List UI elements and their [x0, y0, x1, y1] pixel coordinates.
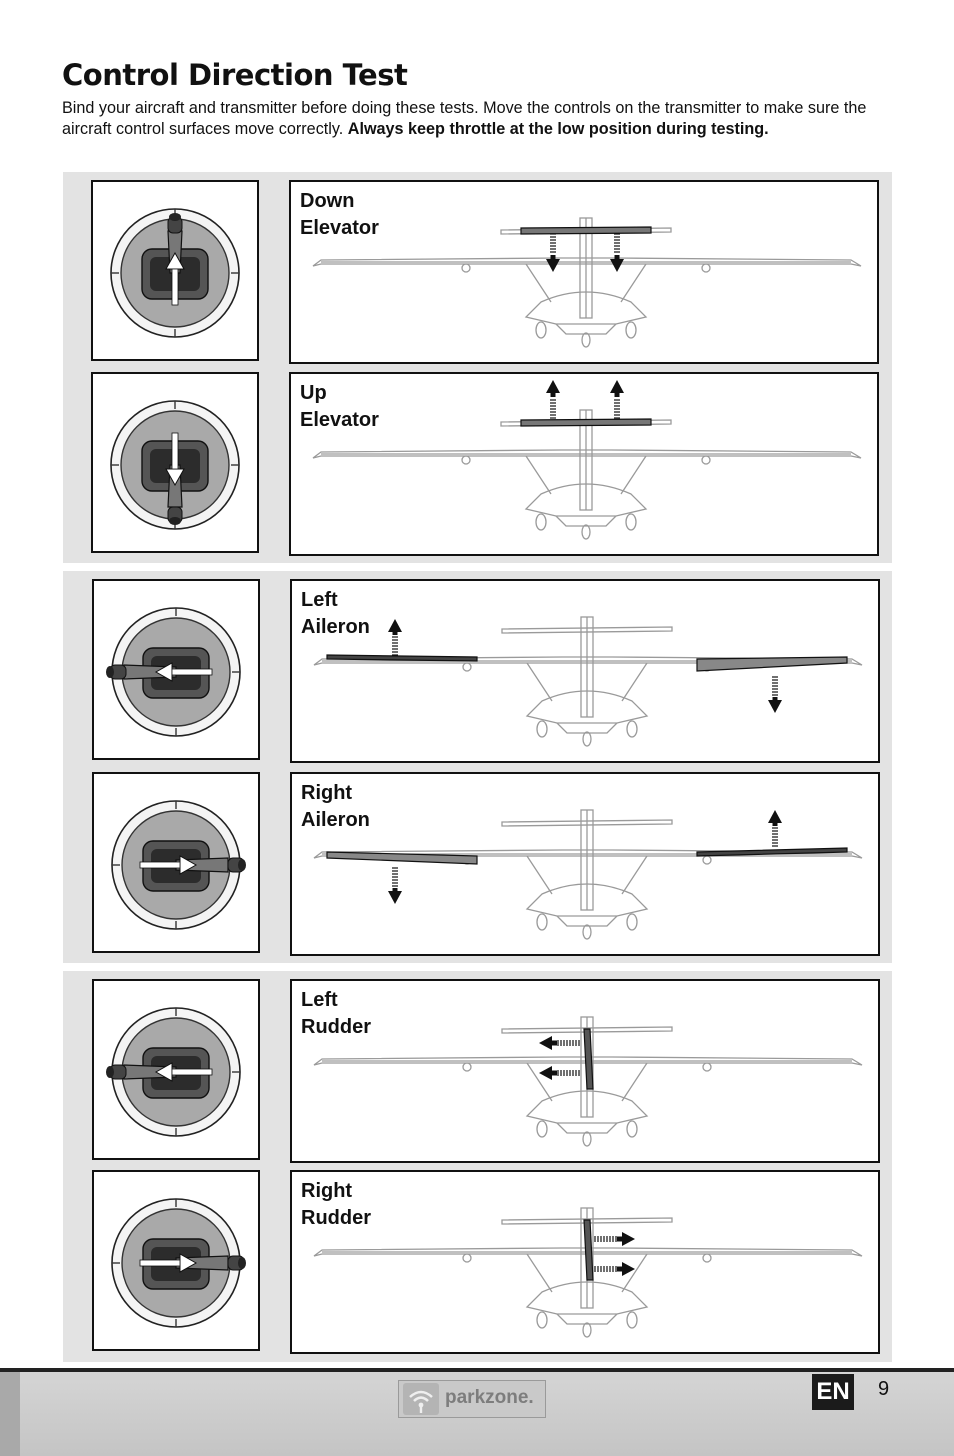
stick-box-left-aileron	[92, 579, 260, 760]
label-surface: Rudder	[301, 1207, 371, 1229]
label-direction: Left	[301, 589, 338, 611]
transmitter-stick-icon	[110, 208, 240, 338]
direction-arrow-icon	[139, 1253, 198, 1273]
direction-arrow-icon	[539, 1066, 580, 1080]
direction-arrow-icon	[610, 380, 624, 419]
stick-box-down-elevator	[91, 180, 259, 361]
stick-box-right-rudder	[92, 1170, 260, 1351]
intro-warning: Always keep throttle at the low position…	[347, 120, 769, 138]
label-direction: Down	[300, 190, 355, 212]
footer-edge	[0, 1372, 20, 1456]
label-surface: Elevator	[300, 217, 379, 239]
direction-arrow-icon	[154, 662, 213, 682]
label-direction: Left	[301, 989, 338, 1011]
intro-paragraph: Bind your aircraft and transmitter befor…	[62, 98, 902, 140]
stick-box-right-aileron	[92, 772, 260, 953]
stick-box-left-rudder	[92, 979, 260, 1160]
stick-box-up-elevator	[91, 372, 259, 553]
label-surface: Aileron	[301, 616, 370, 638]
airplane-front-view-icon	[313, 616, 863, 747]
parkzone-logo: parkzone.	[398, 1380, 546, 1418]
airplane-front-view-icon	[312, 217, 862, 348]
language-badge: EN	[812, 1374, 854, 1410]
brand-name: parkzone.	[445, 1387, 534, 1408]
transmitter-stick-icon	[110, 400, 240, 530]
page-footer: parkzone. EN 9	[0, 1368, 954, 1456]
direction-arrow-icon	[154, 1062, 213, 1082]
transmitter-stick-icon	[106, 607, 241, 737]
direction-arrow-icon	[165, 251, 185, 306]
direction-arrow-icon	[610, 233, 624, 272]
direction-arrow-icon	[139, 855, 198, 875]
label-direction: Right	[301, 1180, 353, 1202]
transmitter-stick-icon	[111, 800, 246, 930]
direction-arrow-icon	[768, 810, 782, 847]
direction-arrow-icon	[546, 233, 560, 272]
direction-arrow-icon	[546, 380, 560, 419]
direction-arrow-icon	[165, 432, 185, 487]
airplane-front-view-icon	[313, 809, 863, 940]
page-title: Control Direction Test	[62, 58, 408, 92]
page-number: 9	[878, 1378, 890, 1400]
label-surface: Rudder	[301, 1016, 371, 1038]
parkzone-logo-icon	[403, 1383, 439, 1415]
transmitter-stick-icon	[106, 1007, 241, 1137]
direction-arrow-icon	[594, 1232, 635, 1246]
direction-arrow-icon	[388, 867, 402, 904]
label-direction: Right	[301, 782, 353, 804]
label-direction: Up	[300, 382, 327, 404]
intro-text: Bind your aircraft and transmitter befor…	[62, 99, 867, 138]
airplane-front-view-icon	[313, 1207, 863, 1338]
direction-arrow-icon	[768, 676, 782, 713]
label-surface: Aileron	[301, 809, 370, 831]
direction-arrow-icon	[388, 619, 402, 656]
airplane-front-view-icon	[312, 380, 862, 540]
transmitter-stick-icon	[111, 1198, 246, 1328]
direction-arrow-icon	[539, 1036, 580, 1050]
airplane-front-view-icon	[313, 1016, 863, 1147]
label-surface: Elevator	[300, 409, 379, 431]
direction-arrow-icon	[594, 1262, 635, 1276]
